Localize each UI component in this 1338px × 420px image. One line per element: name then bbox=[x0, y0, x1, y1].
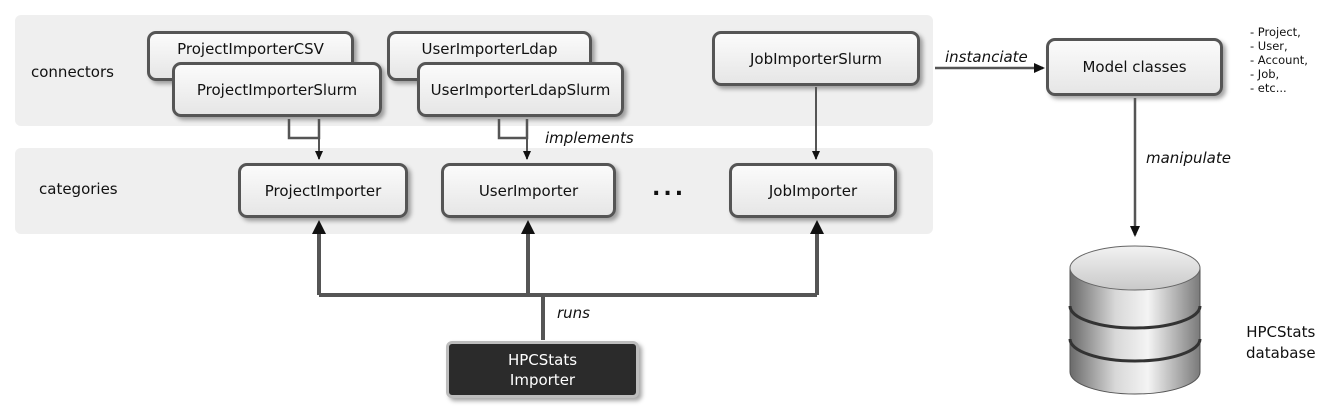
project-importer-slurm-box: ProjectImporterSlurm bbox=[172, 62, 382, 117]
runs-label: runs bbox=[557, 304, 590, 322]
implements-label: implements bbox=[545, 129, 634, 147]
model-list-item: - Project, bbox=[1250, 25, 1301, 39]
connectors-label: connectors bbox=[31, 63, 114, 81]
job-importer-slurm-box: JobImporterSlurm bbox=[712, 31, 920, 86]
database-label: HPCStats database bbox=[1246, 322, 1316, 364]
database-icon bbox=[1068, 245, 1202, 395]
instanciate-label: instanciate bbox=[945, 48, 1028, 66]
categories-label: categories bbox=[39, 180, 118, 198]
runs-arrowhead bbox=[810, 220, 824, 234]
runs-arrowhead bbox=[521, 220, 535, 234]
runs-arrowhead bbox=[312, 220, 326, 234]
project-implements-connector bbox=[287, 119, 321, 140]
importer-line1: HPCStats bbox=[507, 350, 578, 369]
user-implements-connector bbox=[497, 119, 529, 140]
database-line2: database bbox=[1246, 344, 1316, 362]
user-importer-box: UserImporter bbox=[441, 163, 616, 218]
model-list-item: - User, bbox=[1250, 39, 1288, 53]
model-list-item: - Account, bbox=[1250, 53, 1308, 67]
model-classes-box: Model classes bbox=[1046, 38, 1223, 96]
project-importer-box: ProjectImporter bbox=[238, 163, 408, 218]
model-list-item: - Job, bbox=[1250, 67, 1280, 81]
hpcstats-importer-box: HPCStats Importer bbox=[446, 341, 639, 398]
runs-connector bbox=[317, 226, 819, 340]
database-line1: HPCStats bbox=[1246, 323, 1316, 341]
importer-line2: Importer bbox=[509, 370, 576, 389]
job-importer-box: JobImporter bbox=[729, 163, 897, 218]
model-list-item: - etc... bbox=[1250, 81, 1287, 95]
model-class-list: - Project, - User, - Account, - Job, - e… bbox=[1250, 25, 1308, 95]
more-categories-ellipsis: ... bbox=[652, 176, 687, 201]
manipulate-label: manipulate bbox=[1146, 149, 1231, 167]
user-importer-ldap-slurm-box: UserImporterLdapSlurm bbox=[417, 62, 624, 117]
